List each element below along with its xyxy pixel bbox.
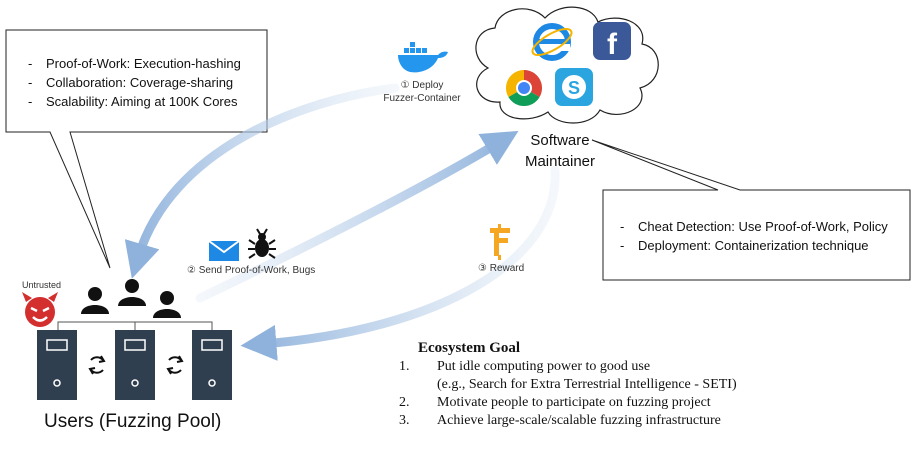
facebook-icon: f: [593, 22, 631, 61]
goal-item-text: Motivate people to participate on fuzzin…: [437, 395, 711, 410]
users-pool-label: Users (Fuzzing Pool): [44, 411, 222, 432]
left-callout-item: Proof-of-Work: Execution-hashing: [26, 54, 241, 73]
server-icon: [37, 330, 77, 400]
reward-icon: [490, 224, 510, 260]
goal-item-text: Achieve large-scale/scalable fuzzing inf…: [437, 413, 721, 428]
skype-icon: S: [555, 68, 593, 106]
person-icon: [153, 291, 181, 318]
envelope-icon: [208, 240, 240, 261]
title-line-1: Software: [530, 132, 590, 149]
person-icon: [118, 279, 146, 306]
goal-item-subtext: (e.g., Search for Extra Terrestrial Inte…: [437, 377, 737, 392]
left-callout-item: Collaboration: Coverage-sharing: [26, 73, 241, 92]
send-label: ② Send Proof-of-Work, Bugs: [187, 265, 316, 276]
title-line-2: Maintainer: [524, 153, 596, 170]
right-callout-box: [591, 139, 911, 281]
sync-icon: [166, 355, 184, 375]
goal-item: 2. Motivate people to participate on fuzz…: [399, 394, 737, 412]
person-icon: [81, 287, 109, 314]
server-icon: [115, 330, 155, 400]
goal-item-number: 3.: [399, 413, 410, 428]
deploy-label-line-2: Fuzzer-Container: [383, 93, 461, 104]
software-maintainer-title: Software Maintainer: [510, 130, 610, 172]
right-callout-item: Cheat Detection: Use Proof-of-Work, Poli…: [618, 217, 888, 236]
right-callout-item: Deployment: Containerization technique: [618, 236, 888, 255]
deploy-label: ① Deploy Fuzzer-Container: [380, 79, 464, 105]
goal-item-text: Put idle computing power to good use: [437, 359, 651, 374]
ecosystem-goal-list: 1. Put idle computing power to good use (…: [399, 358, 737, 430]
chrome-icon: [505, 69, 543, 107]
svg-text:f: f: [607, 28, 618, 61]
docker-icon: [398, 42, 448, 73]
sync-icon: [88, 355, 106, 375]
right-callout-list: Cheat Detection: Use Proof-of-Work, Poli…: [618, 217, 888, 255]
goal-item-number: 1.: [399, 359, 410, 374]
left-callout-item: Scalability: Aiming at 100K Cores: [26, 92, 241, 111]
devil-icon: [22, 292, 58, 327]
send-arrow: [195, 130, 519, 303]
internet-explorer-icon: [531, 23, 573, 61]
network-line: [57, 321, 213, 330]
deploy-arrow: [124, 83, 400, 279]
deploy-label-line-1: ① Deploy: [400, 80, 444, 91]
ecosystem-goal-title: Ecosystem Goal: [417, 340, 521, 356]
svg-text:S: S: [568, 78, 580, 98]
goal-item: 3. Achieve large-scale/scalable fuzzing i…: [399, 412, 737, 430]
goal-item-number: 2.: [399, 395, 410, 410]
server-icon: [192, 330, 232, 400]
left-callout-list: Proof-of-Work: Execution-hashing Collabo…: [26, 54, 241, 111]
reward-label: ③ Reward: [478, 263, 525, 274]
untrusted-label: Untrusted: [22, 280, 62, 290]
goal-item: 1. Put idle computing power to good use: [399, 358, 737, 376]
reward-arrow: [240, 165, 560, 361]
bug-icon: [248, 228, 276, 259]
